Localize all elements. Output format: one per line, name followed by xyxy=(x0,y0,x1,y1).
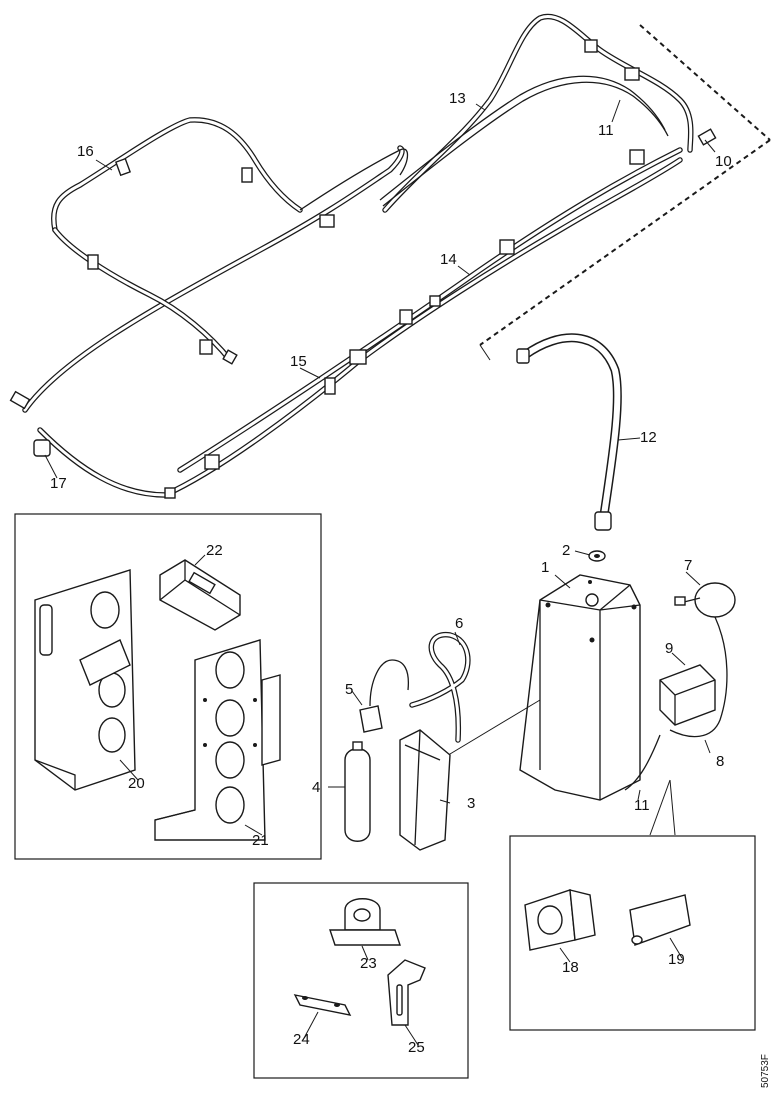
callout-24: 24 xyxy=(293,1031,310,1048)
callout-1: 1 xyxy=(541,559,549,576)
callout-5: 5 xyxy=(345,681,353,698)
detail-box-mounts xyxy=(509,835,756,1031)
hose-item-12 xyxy=(516,333,622,531)
callout-21: 21 xyxy=(252,832,269,849)
callout-11b: 11 xyxy=(634,797,650,814)
callout-17: 17 xyxy=(50,475,67,492)
callout-7: 7 xyxy=(684,557,692,574)
callout-16: 16 xyxy=(77,143,94,160)
callout-6: 6 xyxy=(455,615,463,632)
clips-23-24-25 xyxy=(293,898,426,1026)
callout-22: 22 xyxy=(206,542,223,559)
callout-labels: 1 2 3 4 5 6 7 8 9 10 11 11 12 13 14 15 1… xyxy=(50,90,771,1088)
pipe-harness-upper xyxy=(9,13,771,499)
callout-8: 8 xyxy=(716,753,724,770)
callout-12: 12 xyxy=(640,429,657,446)
callout-18: 18 xyxy=(562,959,579,976)
leader-lines xyxy=(44,99,716,1046)
callout-11a: 11 xyxy=(598,122,614,139)
callout-13: 13 xyxy=(449,90,466,107)
items-7-8-9 xyxy=(439,582,736,791)
detail-box-clips xyxy=(253,882,469,1079)
callout-2: 2 xyxy=(562,542,570,559)
callout-10: 10 xyxy=(715,153,732,170)
mounts-18-19 xyxy=(524,889,691,951)
callout-14: 14 xyxy=(440,251,457,268)
drawing-code: 50753F xyxy=(760,1054,771,1088)
callout-25: 25 xyxy=(408,1039,425,1056)
callout-19: 19 xyxy=(668,951,685,968)
callout-20: 20 xyxy=(128,775,145,792)
detail-box-brackets xyxy=(14,513,322,860)
callout-15: 15 xyxy=(290,353,307,370)
callout-9: 9 xyxy=(665,640,673,657)
callout-4: 4 xyxy=(312,779,320,796)
brackets-20-21-22 xyxy=(34,559,281,841)
callout-3: 3 xyxy=(467,795,475,812)
callout-23: 23 xyxy=(360,955,377,972)
tank-item-1 xyxy=(519,550,641,801)
items-3-4-5-6 xyxy=(344,632,471,851)
